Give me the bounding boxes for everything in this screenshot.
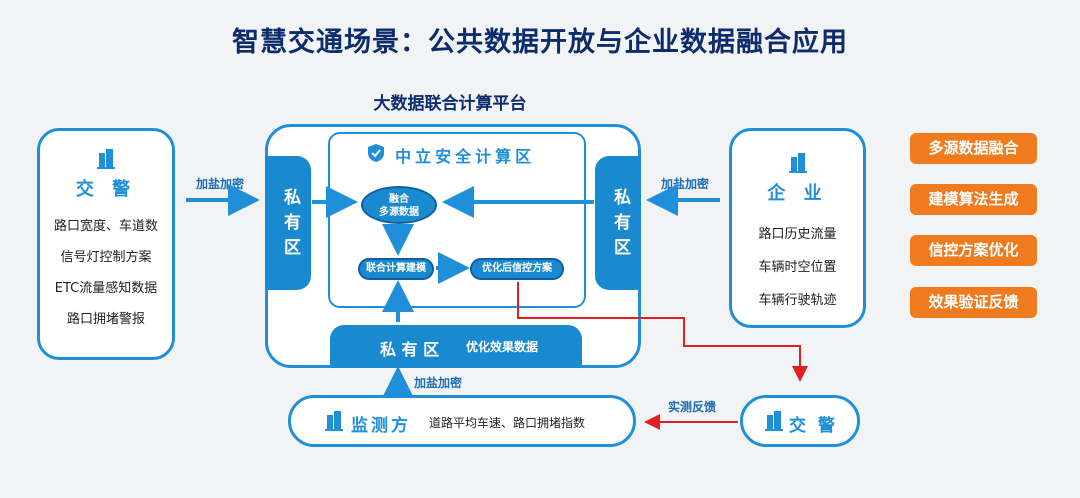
enterprise-item: 车辆时空位置 (758, 260, 837, 275)
private-zone-left: 私有区 (265, 156, 311, 290)
private-zone-bottom: 私 有 区 优化效果数据 (330, 325, 582, 368)
enterprise-item: 车辆行驶轨迹 (758, 293, 837, 308)
private-zone-bottom-desc: 优化效果数据 (466, 340, 539, 354)
building-icon (40, 149, 172, 173)
police-item: ETC流量感知数据 (54, 281, 158, 296)
pill-signal-optimization: 信控方案优化 (910, 235, 1037, 266)
pill-multi-source-fusion: 多源数据融合 (910, 133, 1037, 164)
enterprise-item: 路口历史流量 (758, 227, 837, 242)
police-heading: 交 警 (75, 179, 137, 200)
private-zone-bottom-label: 私 有 区 (380, 340, 440, 359)
optimized-plan-node: 优化后信控方案 (470, 258, 564, 280)
police-feedback-heading: 交 警 (789, 416, 838, 436)
enterprise-heading: 企 业 (767, 183, 828, 204)
page-title: 智慧交通场景：公共数据开放与企业数据融合应用 (232, 27, 848, 58)
enterprise-source-box: 企 业 路口历史流量 车辆时空位置 车辆行驶轨迹 (729, 128, 866, 328)
police-feedback-box: 交 警 (740, 395, 860, 447)
pill-model-generation: 建模算法生成 (910, 184, 1037, 215)
platform-title: 大数据联合计算平台 (373, 94, 527, 114)
pill-effect-feedback: 效果验证反馈 (910, 287, 1037, 318)
private-zone-left-label: 私有区 (280, 188, 300, 263)
feedback-label: 实测反馈 (668, 400, 717, 414)
police-item: 信号灯控制方案 (60, 250, 152, 265)
building-icon (732, 153, 863, 177)
secure-zone-header: 中立安全计算区 (368, 143, 548, 166)
monitor-box: 监测方 道路平均车速、路口拥堵指数 (288, 395, 636, 447)
salt-encrypt-bottom-label: 加盐加密 (414, 376, 463, 390)
merge-data-node: 融合 多源数据 (361, 186, 437, 224)
police-item: 路口拥堵警报 (66, 312, 145, 327)
police-source-box: 交 警 路口宽度、车道数 信号灯控制方案 ETC流量感知数据 路口拥堵警报 (37, 128, 175, 360)
private-zone-right-label: 私有区 (610, 188, 630, 263)
monitor-desc: 道路平均车速、路口拥堵指数 (429, 416, 586, 430)
police-items: 路口宽度、车道数 信号灯控制方案 ETC流量感知数据 路口拥堵警报 (40, 215, 172, 339)
building-icon (325, 411, 343, 435)
shield-icon (368, 144, 384, 166)
joint-model-node: 联合计算建模 (358, 258, 434, 280)
police-item: 路口宽度、车道数 (53, 219, 158, 234)
arrow-icon (186, 184, 720, 398)
private-zone-right: 私有区 (595, 156, 641, 290)
building-icon (765, 411, 783, 435)
monitor-heading: 监测方 (351, 416, 411, 436)
secure-zone-title: 中立安全计算区 (395, 147, 536, 166)
